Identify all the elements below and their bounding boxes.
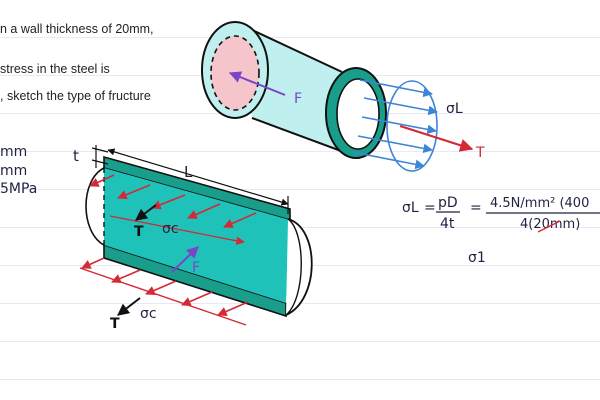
bottom-pipe <box>79 145 313 326</box>
label-sigma-c-mid: σc <box>162 221 179 237</box>
label-f-top: F <box>294 91 302 107</box>
problem-text-line-3: , sketch the type of fructure <box>0 89 151 103</box>
force-arrow-top <box>228 71 286 96</box>
sigma-l-section-outline <box>386 80 438 172</box>
label-t-top: T <box>475 145 485 161</box>
eq-sigma-1: σ1 <box>468 250 486 266</box>
pipe-right-end <box>285 218 313 316</box>
top-cylinder-right-bore <box>336 78 380 150</box>
tension-arrow-bottom <box>117 297 141 316</box>
hoop-arrow-bottom <box>181 291 213 306</box>
eq-rhs-denominator: 4(20mm) <box>520 217 580 232</box>
problem-text-line-1: n a wall thickness of 20mm, <box>0 22 154 36</box>
dim-l-line <box>107 148 289 206</box>
eq-equals-2: = <box>470 200 482 216</box>
tension-arrow-top <box>399 124 474 152</box>
hoop-arrow-top <box>187 203 221 219</box>
hoop-arrow-bottom <box>217 301 249 316</box>
given-line-1: mm <box>0 144 28 160</box>
hoop-arrow-baseline-tip <box>231 236 245 245</box>
eq-sigma-l: σL <box>402 200 419 216</box>
eq-cancel-mark <box>537 220 561 233</box>
pipe-right-end-inner <box>285 218 302 316</box>
label-sigma-c-bottom: σc <box>140 306 157 322</box>
label-t-thickness: t <box>73 147 79 165</box>
label-sigma-l: σL <box>446 101 463 117</box>
label-length: L <box>184 163 193 181</box>
eq-rhs-numerator: 4.5N/mm² (400 <box>490 196 589 211</box>
sigma-l-arrow <box>359 79 433 98</box>
hoop-arrow-baseline <box>109 215 233 241</box>
hoop-arrow-bottom <box>81 257 105 269</box>
sigma-l-arrow <box>357 135 433 154</box>
problem-text-line-2: stress in the steel is <box>0 62 110 76</box>
equation: σL = pD 4t = 4.5N/mm² (400 4(20mm) σ1 <box>402 195 600 266</box>
eq-denominator: 4t <box>440 216 455 232</box>
label-f-bottom: F <box>192 260 200 276</box>
sigma-l-arrow <box>351 151 425 170</box>
hoop-arrow-top <box>223 212 257 228</box>
force-arrow-bottom <box>171 246 199 273</box>
eq-equals-1: = <box>424 200 436 216</box>
eq-numerator: pD <box>438 195 458 211</box>
top-cylinder-pink-face <box>210 35 260 111</box>
given-line-2: mm <box>0 163 28 179</box>
dim-t-tick-bottom <box>91 159 109 165</box>
top-cylinder <box>201 21 474 172</box>
label-t-bottom: T <box>110 316 120 332</box>
label-t-mid: T <box>134 224 144 240</box>
sigma-l-arrow <box>361 116 437 135</box>
pipe-left-cut-face <box>85 167 105 246</box>
given-line-3: 5MPa <box>0 181 38 197</box>
dim-t-tick-top <box>91 147 109 153</box>
hoop-bottom-baseline <box>79 267 247 326</box>
tension-arrow-mid <box>135 204 157 221</box>
sigma-l-arrow <box>363 97 438 116</box>
